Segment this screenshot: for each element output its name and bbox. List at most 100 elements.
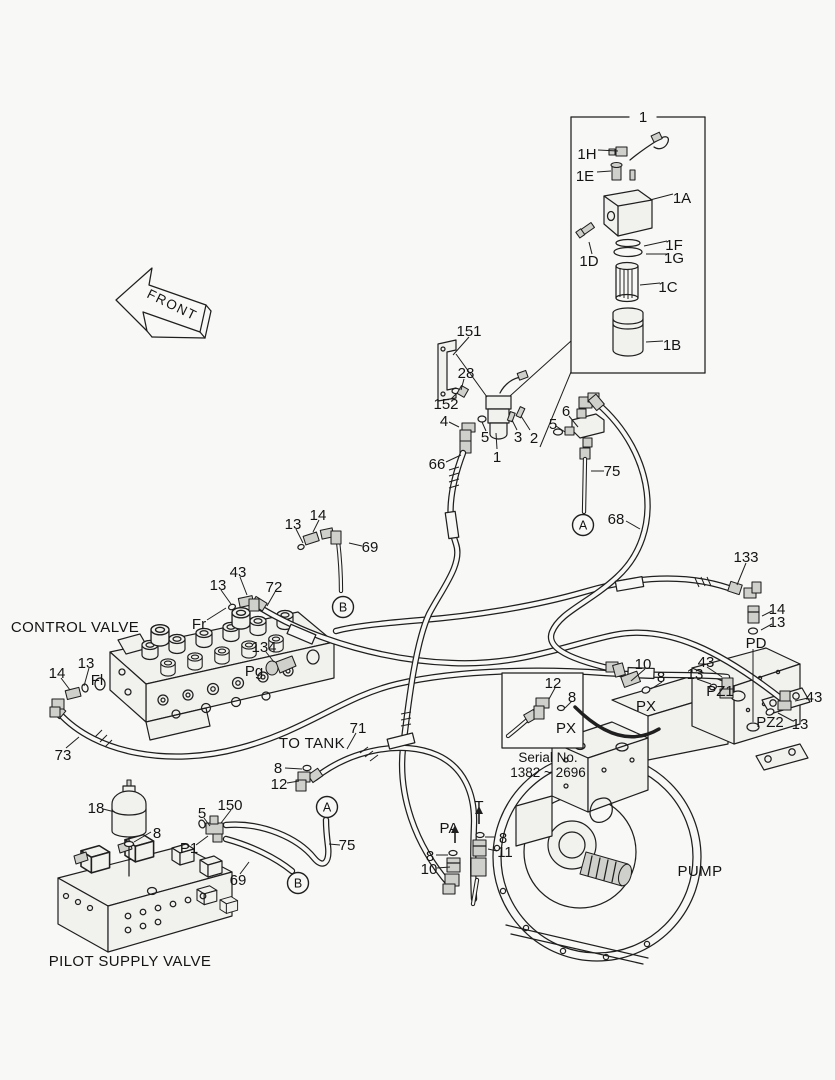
callout-1A: 1A [673,190,691,207]
callout-13: 13 [687,666,704,683]
callout-14: 14 [769,601,786,618]
callout-68: 68 [608,511,625,528]
callout-Fl: Fl [91,672,104,689]
callout-5: 5 [481,429,489,446]
port-direction-arrows [451,806,483,843]
callout-1E: 1E [576,168,594,185]
serial-no-line2: 1382 ~ 2696 [510,765,585,780]
leader-line [220,589,232,605]
callout-150: 150 [217,797,242,814]
connector-circle-A [315,795,339,819]
pump-label: PUMP [678,863,723,880]
leader-line [266,591,276,607]
leader-line [312,519,320,533]
callout-71: 71 [350,720,367,737]
callout-10: 10 [421,861,438,878]
callout-Fr: Fr [192,616,206,633]
callout-P1: P1 [180,840,198,857]
leader-line [436,866,451,869]
leader-line [511,419,518,431]
serial-number-inset: Serial No. 1382 ~ 2696 [501,672,661,780]
connector-circle-B [286,871,310,895]
serial-no-line1: Serial No. [518,750,577,765]
callout-2: 2 [530,430,538,447]
callout-3: 3 [514,429,522,446]
front-direction-arrow: FRONT [115,267,212,339]
callout-66: 66 [429,456,446,473]
callout-4: 4 [440,413,448,430]
leader-line [450,391,459,400]
callout-1: 1 [493,449,501,466]
pilot-supply-valve [57,833,239,953]
callout-PZ2: PZ2 [756,714,784,731]
leader-line [696,678,712,685]
callout-73: 73 [55,747,72,764]
callout-10: 10 [635,656,652,673]
leader-line [643,240,668,247]
callout-133: 133 [733,549,758,566]
leader-line [495,432,498,450]
connector-circle-A [571,513,595,537]
connector-letter-A: A [323,801,332,815]
control-valve-label: CONTROL VALVE [11,619,139,636]
callout-151: 151 [456,323,481,340]
leader-line [455,353,488,398]
callout-6: 6 [562,403,570,420]
leader-line [736,562,747,586]
leader-line [548,687,556,700]
callout-11: 11 [497,844,513,861]
callout-43: 43 [806,689,823,706]
callout-8: 8 [657,669,665,686]
callout-8: 8 [426,848,434,865]
callout-13: 13 [210,577,227,594]
callout-43: 43 [230,564,247,581]
connector-letter-A: A [579,519,588,533]
callout-1C: 1C [658,279,677,296]
leader-line [83,667,90,687]
callout-13: 13 [78,655,95,672]
callout-1D: 1D [579,253,598,270]
callout-12: 12 [271,776,288,793]
pump [492,647,811,965]
leader-line [596,170,612,173]
leader-line [487,848,498,852]
inset-group-number: 1 [639,109,647,126]
callout-18: 18 [88,800,105,817]
callout-12: 12 [545,675,562,692]
callout-72: 72 [266,579,283,596]
callout-5: 5 [198,805,206,822]
callout-PZ1: PZ1 [706,683,734,700]
leader-line [239,861,250,875]
callout-8: 8 [153,825,161,842]
leader-line [645,340,664,343]
pilot-supply-valve-label: PILOT SUPPLY VALVE [49,953,212,970]
leader-lines [60,149,809,875]
connector-letter-B: B [294,877,302,891]
leader-line [220,809,232,824]
connector-circle-B [331,595,355,619]
callout-8: 8 [568,689,576,706]
serial-range-arrow [573,705,661,739]
leader-line [555,425,566,433]
leader-line [706,666,723,678]
leader-line [625,520,641,530]
callout-43: 43 [698,654,715,671]
callout-13: 13 [769,614,786,631]
callout-152: 152 [433,396,458,413]
leader-line [520,415,531,431]
leader-line [133,831,152,843]
callout-13: 13 [792,716,809,733]
callout-1G: 1G [664,250,684,267]
leader-line [65,736,80,749]
leader-line [295,528,304,544]
leader-line [328,843,341,846]
leader-line [649,193,674,201]
callout-1F: 1F [665,237,683,254]
filter-assembly-inset [570,116,706,374]
callout-75: 75 [604,463,621,480]
leader-line [760,623,773,631]
